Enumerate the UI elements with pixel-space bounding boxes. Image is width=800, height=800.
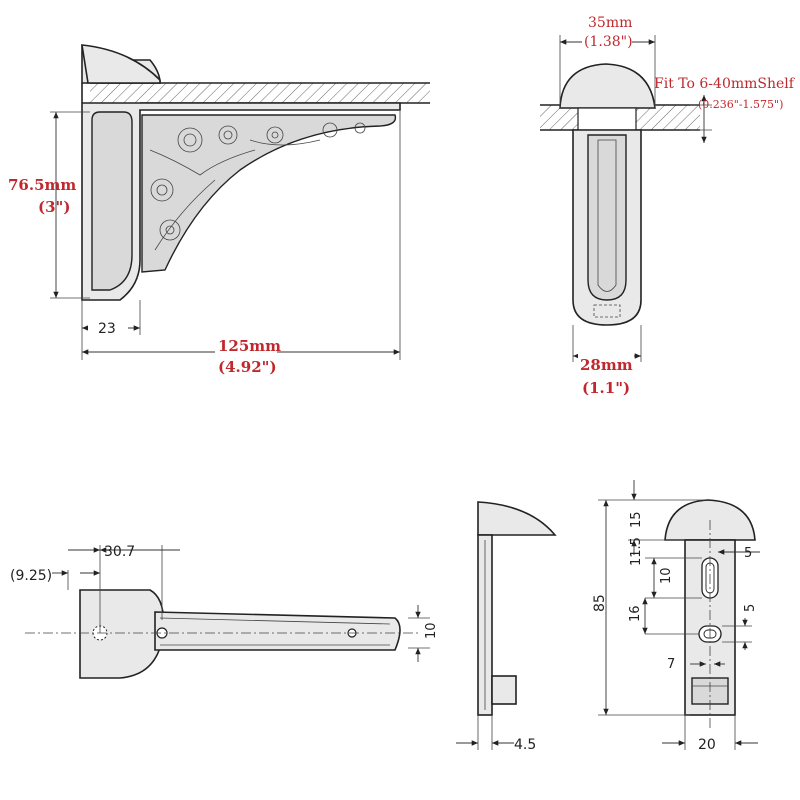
dim-10-label: 10	[659, 567, 674, 584]
cap-height-label: 15	[629, 511, 644, 528]
back-view: 85 15 11.5 5 10 16 5 7 20	[592, 480, 760, 753]
bottom-in-label: (1.1")	[582, 379, 630, 397]
width-mm-label: 125mm	[218, 337, 281, 355]
height-in-label: (3")	[38, 198, 70, 216]
dim-16-label: 16	[628, 605, 643, 622]
top-mm-label: 35mm	[588, 15, 632, 31]
top-in-label: (1.38")	[584, 34, 633, 50]
thin-side-cap	[477, 501, 557, 536]
dim-11-5-label: 11.5	[629, 537, 644, 566]
dim-20-label: 20	[698, 737, 716, 753]
dim-offset-label: 30.7	[104, 544, 135, 560]
dim-arm-label: 10	[424, 622, 439, 639]
top-view-head	[79, 589, 165, 679]
top-view-arm	[154, 611, 401, 651]
front-view: 23 76.5mm (3") 125mm (4.92")	[8, 44, 430, 376]
height-mm-label: 76.5mm	[8, 176, 76, 194]
thickness-label: 4.5	[514, 737, 536, 753]
thin-side-view: 4.5	[456, 501, 557, 753]
bottom-mm-label: 28mm	[580, 356, 633, 374]
shelf-hatch	[90, 83, 430, 103]
dim-small-label: (9.25)	[10, 568, 52, 584]
top-view: 30.7 (9.25) 10	[10, 544, 439, 679]
fit-label: Fit To 6-40mmShelf	[654, 76, 796, 92]
dim-5-top-label: 5	[744, 546, 752, 561]
fit-range-label: (0.236"-1.575")	[698, 98, 783, 111]
dim-5-mid-label: 5	[743, 604, 758, 612]
thin-side-nut	[491, 675, 517, 705]
total-height-label: 85	[592, 594, 608, 612]
side-cap	[559, 63, 656, 109]
ornate-arm	[141, 114, 397, 273]
dim-7-label: 7	[667, 657, 675, 672]
base-width-label: 23	[98, 321, 116, 337]
width-in-label: (4.92")	[218, 358, 277, 376]
side-view: 35mm (1.38") Fit To 6-40mmShelf (0.236"-…	[540, 15, 796, 397]
